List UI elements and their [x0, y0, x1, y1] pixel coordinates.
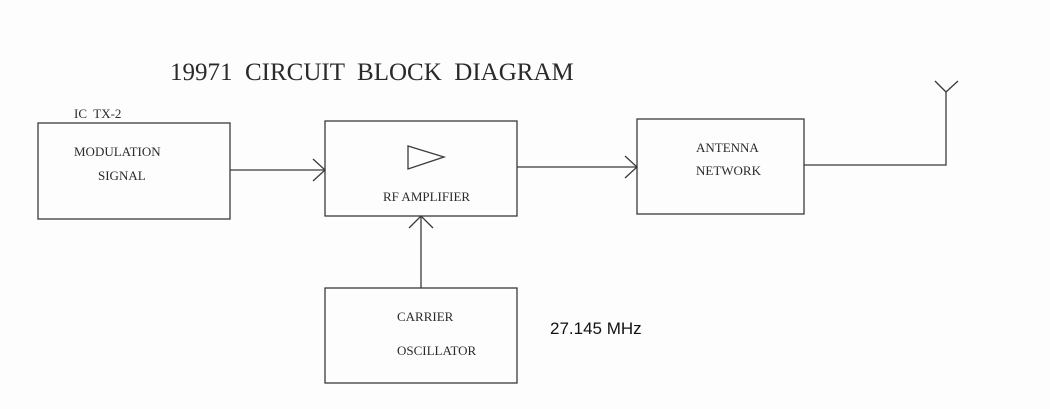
arrowhead-icon [312, 158, 326, 182]
carrier-oscillator-block: CARRIER OSCILLATOR [324, 287, 518, 384]
arrowhead-icon [408, 215, 434, 229]
ic-tag-label: IC TX-2 [74, 106, 121, 121]
antenna-network-block: ANTENNA NETWORK [636, 118, 805, 215]
carrier-oscillator-label-line2: OSCILLATOR [397, 343, 477, 358]
frequency-label: 27.145 MHz [550, 319, 642, 338]
connector-modulation-to-rf [230, 158, 326, 182]
arrowhead-icon [624, 155, 638, 179]
diagram-title: 19971 CIRCUIT BLOCK DIAGRAM [170, 59, 574, 86]
connector-rf-to-antenna-network [517, 155, 638, 179]
antenna-network-label-line2: NETWORK [696, 163, 762, 178]
connector-to-antenna [804, 92, 947, 166]
amplifier-triangle-icon [407, 145, 447, 170]
carrier-oscillator-label-line1: CARRIER [397, 309, 454, 324]
rf-amplifier-block: RF AMPLIFIER [324, 120, 518, 217]
rf-amplifier-label: RF AMPLIFIER [383, 189, 470, 204]
modulation-signal-block: IC TX-2 MODULATION SIGNAL [37, 106, 231, 220]
connector-oscillator-to-rf [408, 215, 434, 288]
connector-line [804, 92, 947, 166]
antenna-icon [934, 80, 959, 93]
carrier-oscillator-box [324, 287, 518, 384]
antenna-network-label-line1: ANTENNA [696, 140, 759, 155]
modulation-label-line1: MODULATION [74, 144, 161, 159]
modulation-box [37, 122, 231, 220]
modulation-label-line2: SIGNAL [98, 168, 146, 183]
